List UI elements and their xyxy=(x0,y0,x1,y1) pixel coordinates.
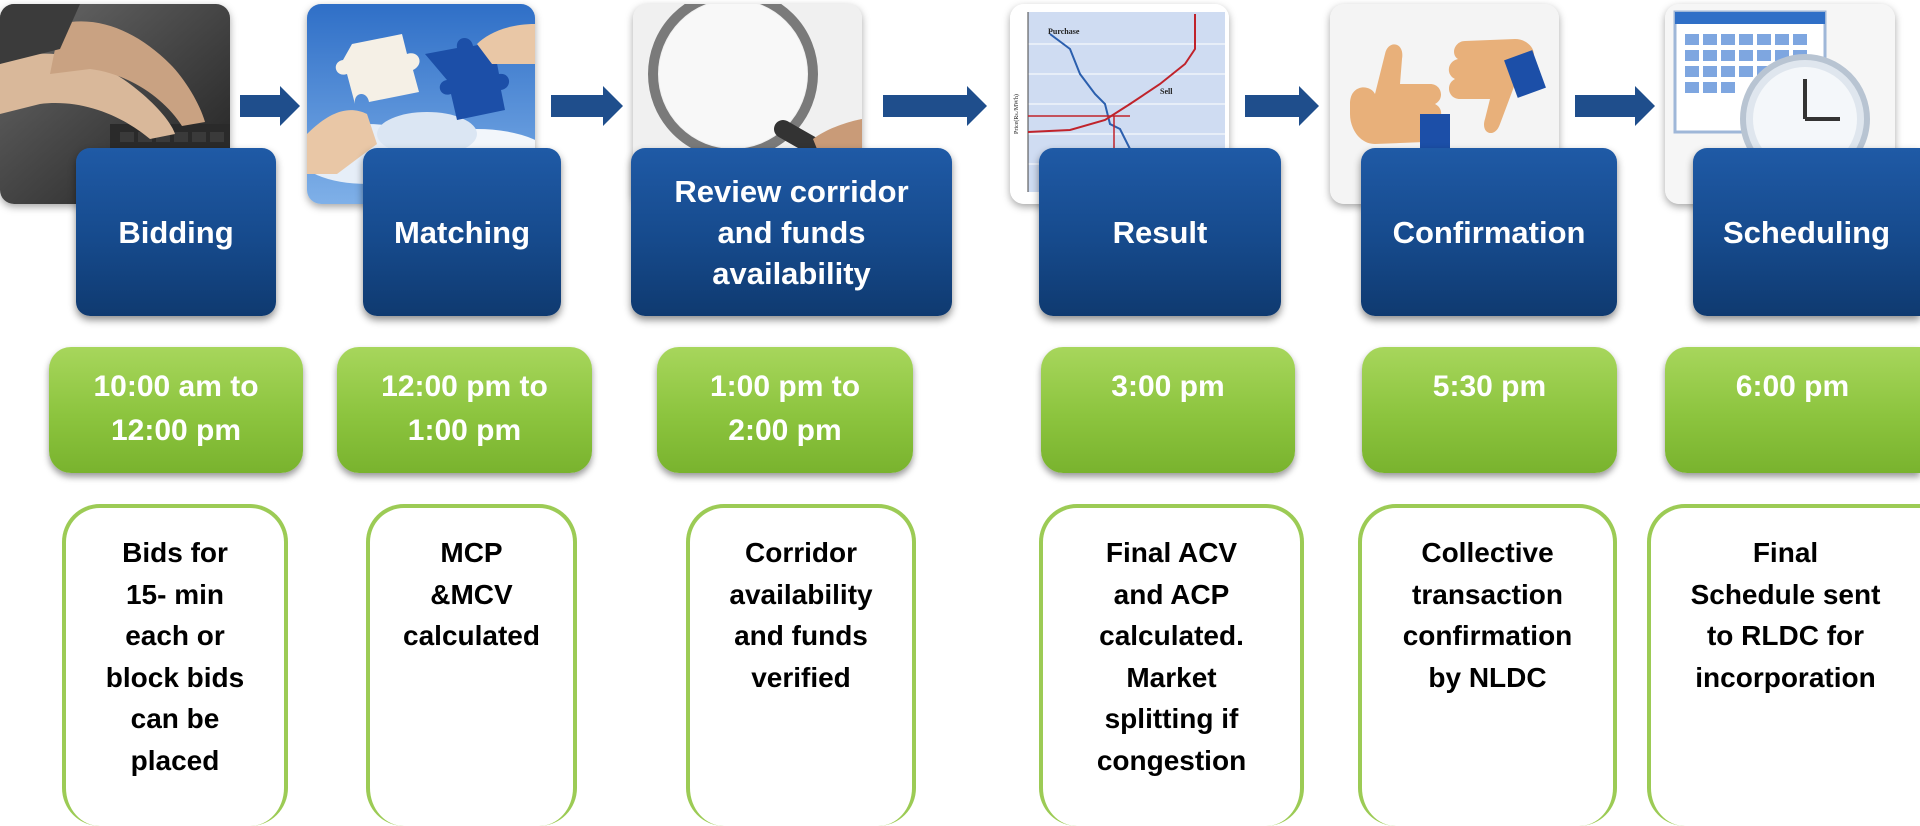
stage-confirmation: Confirmation xyxy=(1361,148,1617,316)
flow-arrow-5 xyxy=(1575,86,1655,126)
time-result: 3:00 pm xyxy=(1041,347,1295,473)
desc-result: Final ACV and ACP calculated. Market spl… xyxy=(1039,504,1304,826)
time-matching: 12:00 pm to 1:00 pm xyxy=(337,347,592,473)
right-arrow-icon xyxy=(551,86,623,126)
time-scheduling: 6:00 pm xyxy=(1665,347,1920,473)
puzzle-pieces-icon xyxy=(307,4,535,204)
stage-matching: Matching xyxy=(363,148,561,316)
desc-scheduling: Final Schedule sent to RLDC for incorpor… xyxy=(1647,504,1920,826)
stage-result: Result xyxy=(1039,148,1281,316)
flow-arrow-4 xyxy=(1245,86,1319,126)
bidding-image xyxy=(0,4,230,204)
desc-confirmation: Collective transaction confirmation by N… xyxy=(1358,504,1617,826)
time-bidding: 10:00 am to 12:00 pm xyxy=(49,347,303,473)
time-review: 1:00 pm to 2:00 pm xyxy=(657,347,913,473)
desc-matching: MCP &MCV calculated xyxy=(366,504,577,826)
chart-purchase-label: Purchase xyxy=(1048,27,1080,36)
right-arrow-icon xyxy=(1245,86,1319,126)
stage-bidding: Bidding xyxy=(76,148,276,316)
stage-scheduling: Scheduling xyxy=(1693,148,1920,316)
desc-review: Corridor availability and funds verified xyxy=(686,504,916,826)
flow-arrow-3 xyxy=(883,86,987,126)
flow-arrow-2 xyxy=(551,86,623,126)
right-arrow-icon xyxy=(883,86,987,126)
time-confirmation: 5:30 pm xyxy=(1362,347,1617,473)
typing-hands-icon xyxy=(0,4,230,204)
right-arrow-icon xyxy=(1575,86,1655,126)
stage-review: Review corridor and funds availability xyxy=(631,148,952,316)
desc-bidding: Bids for 15- min each or block bids can … xyxy=(62,504,288,826)
chart-sell-label: Sell xyxy=(1160,87,1173,96)
right-arrow-icon xyxy=(240,86,300,126)
flow-arrow-1 xyxy=(240,86,300,126)
chart-axis-label: Price(Rs./MWh) xyxy=(1013,94,1020,134)
